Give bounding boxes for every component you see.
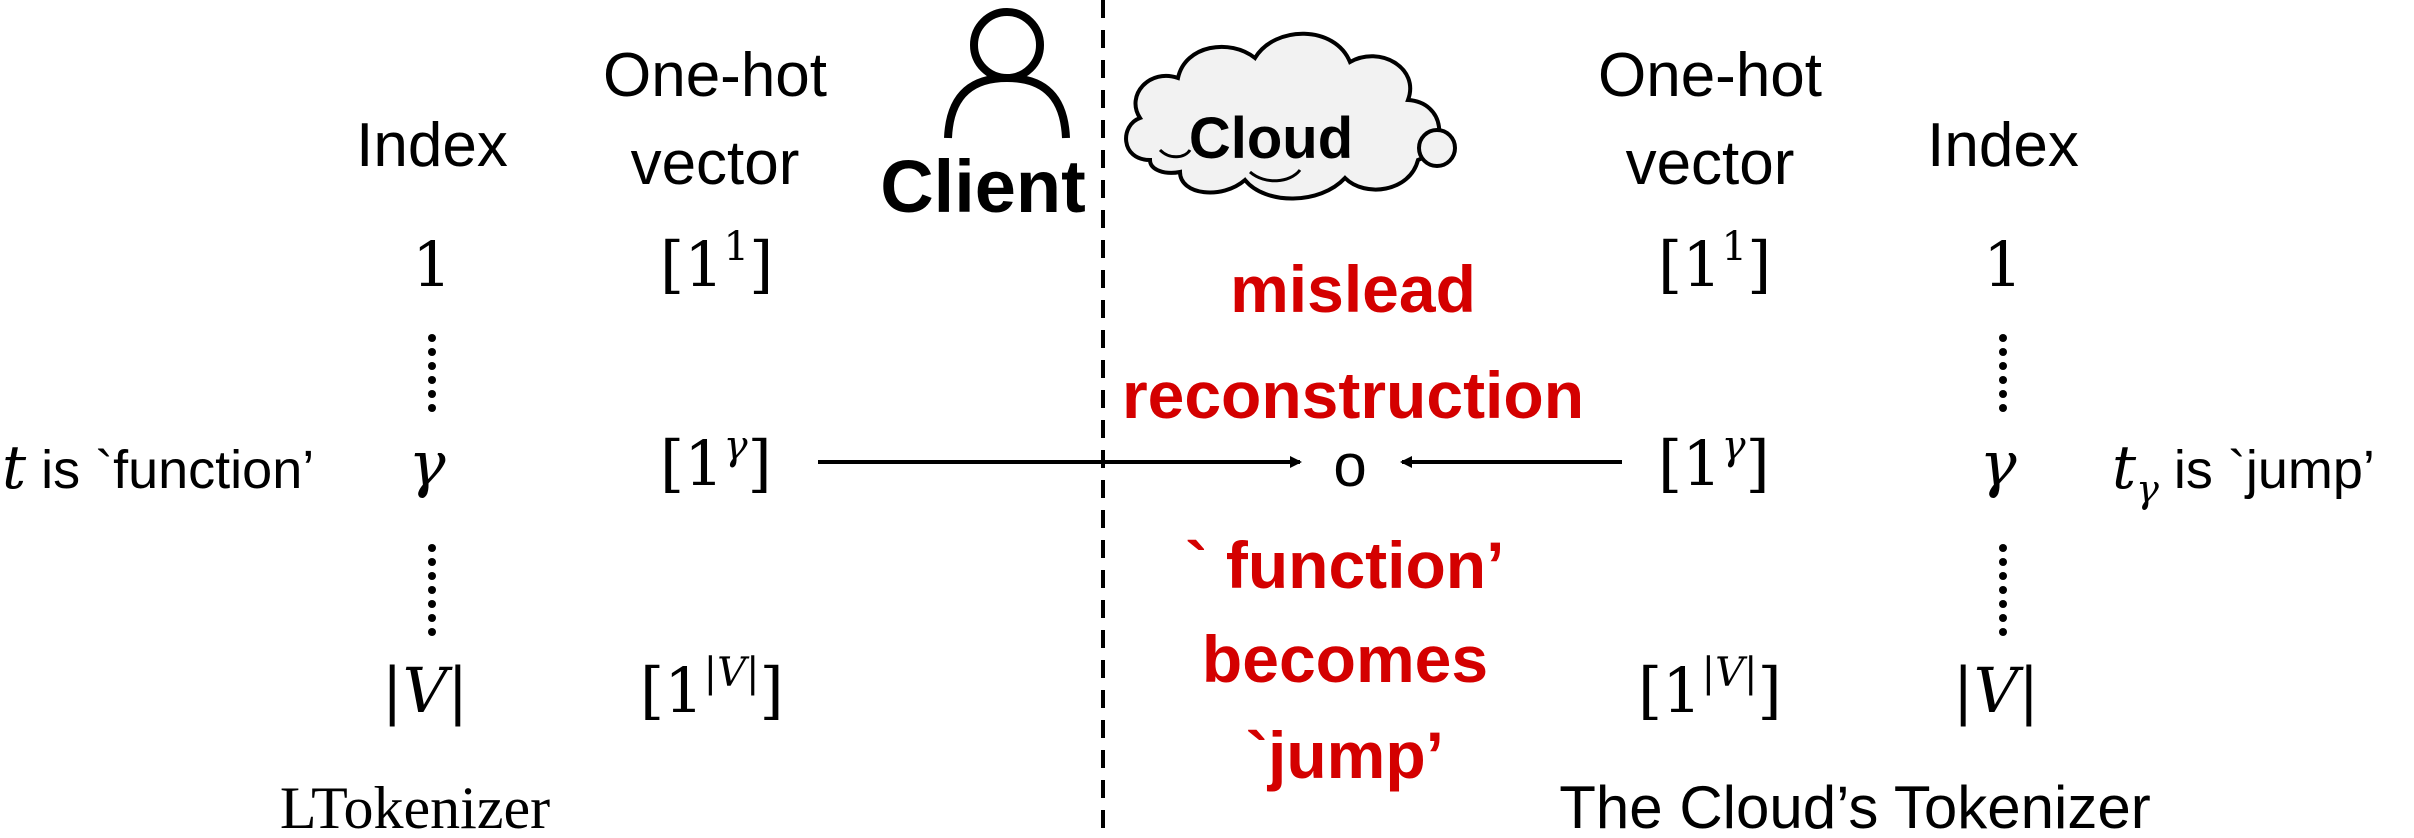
cloud-vector-header-line2: vector	[1626, 129, 1795, 198]
cloud-index-dots-lower	[1999, 544, 2007, 636]
client-index-last: |V|	[382, 654, 469, 727]
cloud-vector-mid: [1γ]	[1658, 423, 1770, 500]
client-index-dots-upper	[428, 334, 436, 412]
cloud-index-mid: γ	[1979, 427, 2017, 500]
client-index-dots-lower	[428, 544, 436, 636]
center-text-function: ` function’	[1186, 528, 1505, 602]
client-index-header: Index	[356, 111, 508, 180]
cloud-token-description: tγ is `jump’	[2112, 433, 2375, 511]
center-node: o	[1333, 432, 1366, 499]
cloud-index-dots-upper	[1999, 334, 2007, 412]
cloud-index-header: Index	[1927, 111, 2079, 180]
cloud-icon	[1124, 31, 1457, 201]
client-vector-first: [11]	[660, 224, 773, 301]
center-text-reconstruction: reconstruction	[1122, 358, 1584, 432]
center-text-jump: `jump’	[1246, 718, 1444, 792]
client-tokenizer-name: LTokenizer	[280, 775, 550, 838]
client-label: Client	[880, 145, 1086, 228]
center-text-becomes: becomes	[1202, 622, 1488, 696]
cloud-tokenizer-name: The Cloud’s Tokenizer	[1559, 774, 2150, 838]
client-vector-header-line1: One-hot	[603, 41, 827, 110]
client-index-mid: γ	[408, 427, 446, 500]
center-text-mislead: mislead	[1230, 252, 1476, 326]
cloud-index-last: |V|	[1953, 654, 2040, 727]
client-token-description: t is `function’	[2, 433, 314, 503]
client-vector-header-line2: vector	[631, 129, 800, 198]
client-vector-last: [1|V|]	[640, 650, 784, 727]
cloud-vector-last: [1|V|]	[1638, 650, 1782, 727]
cloud-vector-header-line1: One-hot	[1598, 41, 1822, 110]
cloud-vector-first: [11]	[1658, 224, 1771, 301]
client-vector-mid: [1γ]	[660, 423, 772, 500]
person-icon	[944, 8, 1070, 139]
cloud-index-first: 1	[1983, 228, 2022, 301]
client-index-first: 1	[412, 228, 451, 301]
cloud-label: Cloud	[1189, 106, 1353, 171]
